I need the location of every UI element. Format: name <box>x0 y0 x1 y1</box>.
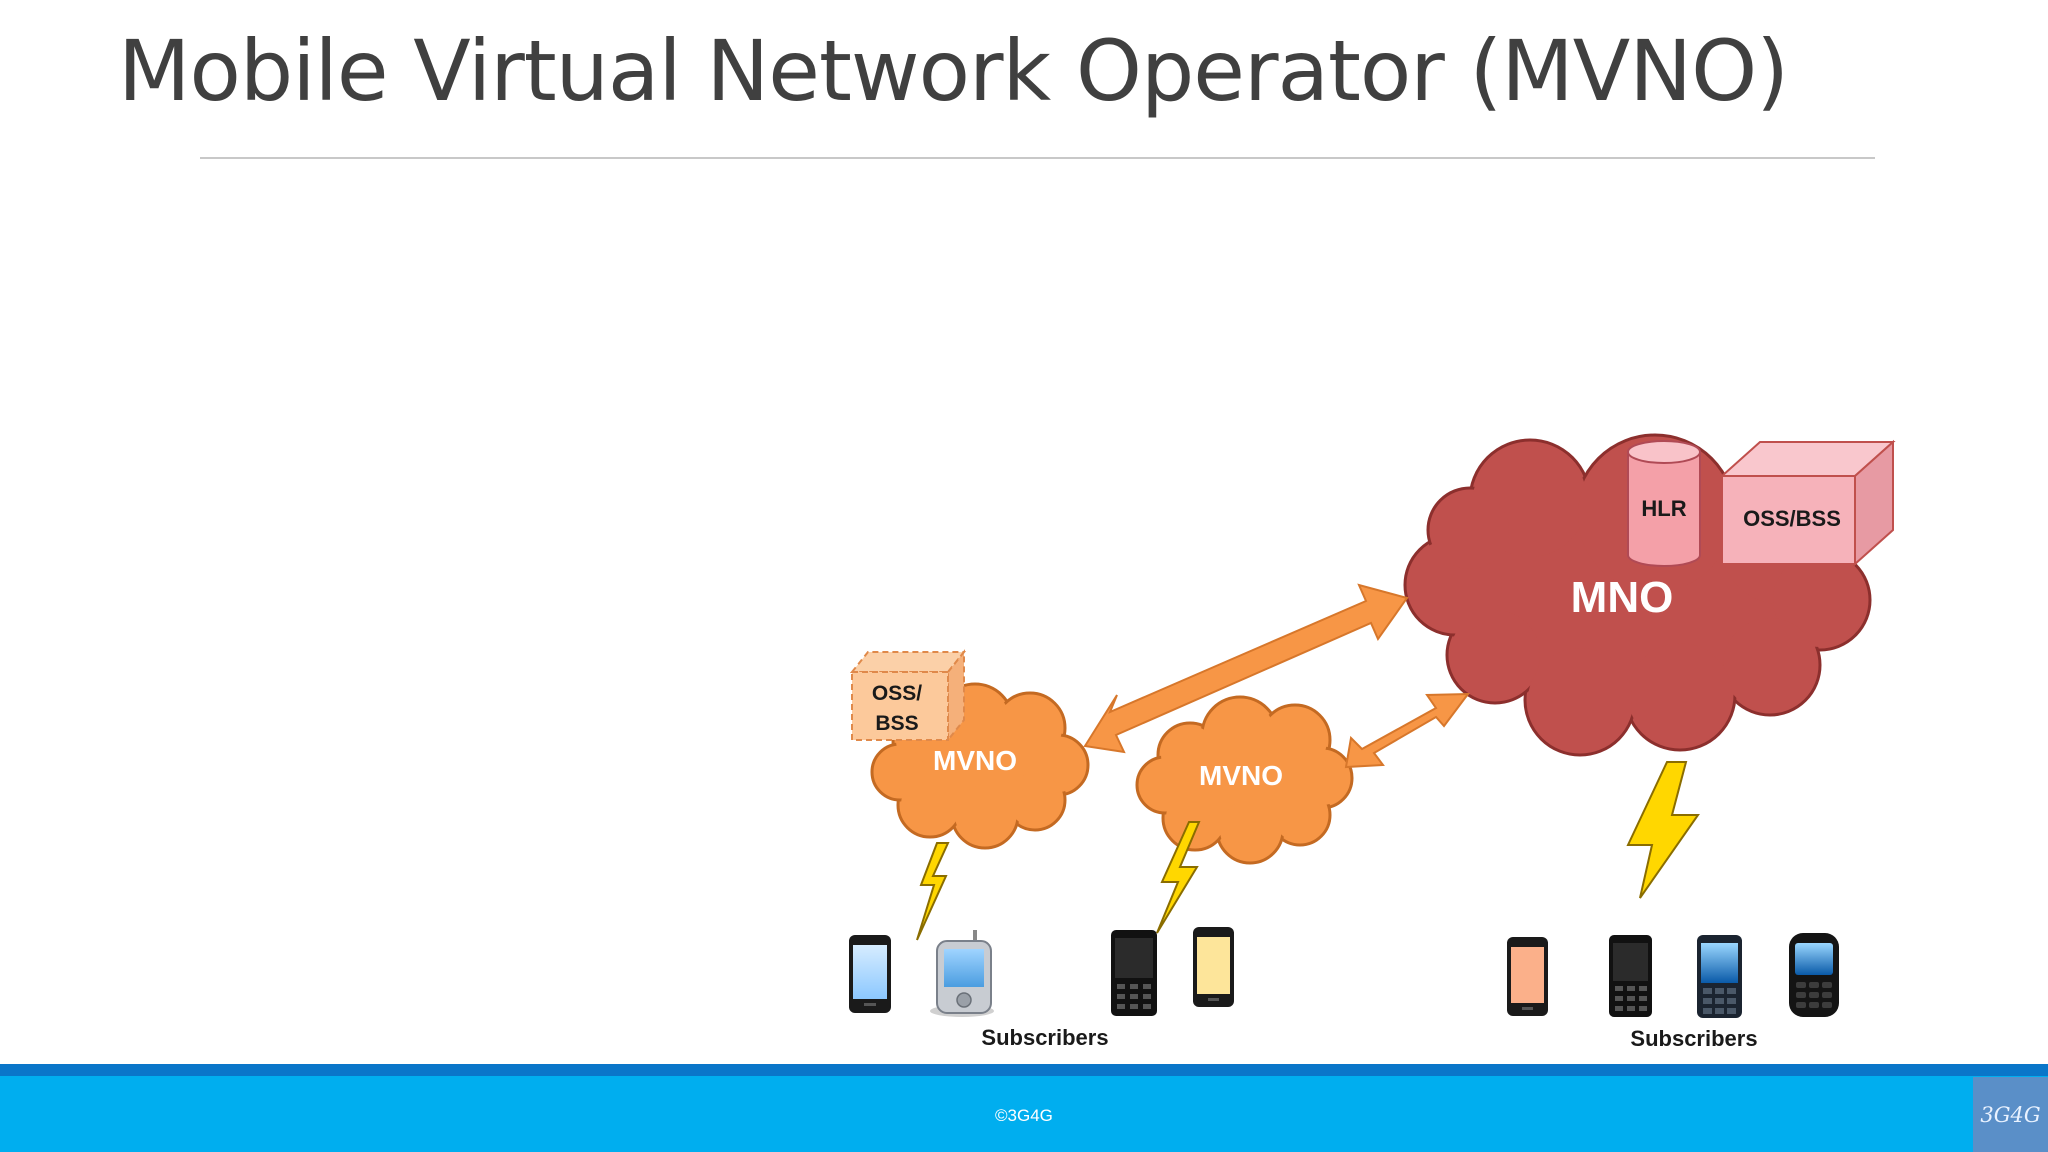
mvno-oss-bss-box <box>849 649 967 743</box>
footer-divider <box>0 1064 2048 1076</box>
mvno-left-label: MVNO <box>933 745 1017 776</box>
lightning-icon <box>1156 821 1201 934</box>
mno-oss-bss-box <box>1719 439 1896 567</box>
footer-copyright: ©3G4G <box>995 1106 1053 1125</box>
feature-phone-icon <box>1609 935 1652 1017</box>
phone-icon <box>1193 927 1234 1007</box>
mvno-oss-bss-label-line2: BSS <box>875 712 918 735</box>
phone-icon <box>849 935 891 1013</box>
subscribers-right-label: Subscribers <box>1630 1026 1757 1051</box>
mvno-oss-bss-label-line1: OSS/ <box>872 682 922 705</box>
network-diagram: MNO HLR OSS/BSS MVNO <box>849 433 1896 1051</box>
blackberry-phone-icon <box>1789 933 1839 1017</box>
mvno-middle-cloud <box>1135 695 1354 865</box>
smartphone-icon <box>1697 935 1742 1018</box>
mno-label: MNO <box>1571 573 1674 622</box>
brand-logo: 3G4G <box>1973 1077 2048 1152</box>
phone-icon <box>1507 937 1548 1016</box>
lightning-icon <box>1626 761 1700 899</box>
mvno-middle-label: MVNO <box>1199 760 1283 791</box>
lightning-icon <box>916 842 950 941</box>
hlr-database-icon <box>1627 440 1701 567</box>
feature-phone-icon <box>1111 930 1157 1016</box>
brand-logo-text: 3G4G <box>1980 1102 2041 1127</box>
mno-oss-bss-label: OSS/BSS <box>1743 506 1841 531</box>
arrow-mvno-left-to-mno <box>1083 583 1409 754</box>
subscribers-left-label: Subscribers <box>981 1025 1108 1050</box>
hlr-label: HLR <box>1641 496 1686 521</box>
pda-icon <box>930 930 994 1017</box>
slide-title: Mobile Virtual Network Operator (MVNO) <box>118 22 1789 120</box>
title-divider <box>200 157 1875 159</box>
footer-band <box>0 1064 2048 1152</box>
arrow-mvno-middle-to-mno <box>1344 692 1471 769</box>
